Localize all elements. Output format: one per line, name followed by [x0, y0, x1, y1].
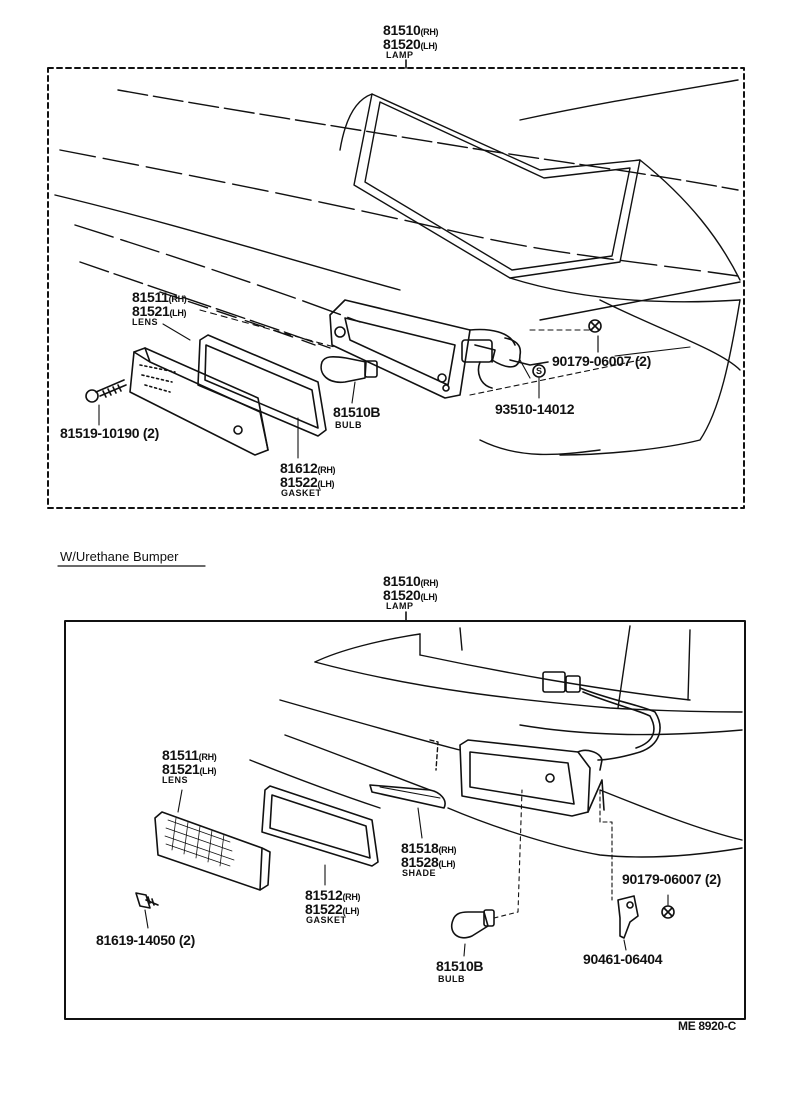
bottom-lens-part: [154, 811, 271, 891]
top-clip-label: 93510-14012: [495, 401, 575, 417]
bottom-shade-name: SHADE: [402, 868, 437, 878]
bottom-shade-part: [369, 784, 446, 809]
bottom-nut-part: [661, 905, 675, 919]
top-lamp-rh-label: 81510(RH): [383, 22, 439, 38]
top-bulb-part: [320, 356, 378, 384]
top-leader-lines: [98, 309, 691, 459]
bottom-bulb-label: 81510B: [436, 958, 484, 974]
bottom-bulb-name: BULB: [438, 974, 465, 984]
top-lamp-name: LAMP: [386, 50, 414, 60]
bottom-lamp-housing: [459, 739, 605, 817]
top-gasket-part: [197, 334, 327, 437]
top-screw-label: 81519-10190 (2): [60, 425, 160, 441]
top-dashed-border: [47, 67, 745, 509]
bottom-bolt-part: [617, 895, 639, 939]
bottom-screw-part: [135, 892, 159, 909]
top-diagram: [47, 59, 745, 509]
bottom-lens-rh-label: 81511(RH): [162, 747, 217, 763]
bottom-gasket-rh-label: 81512(RH): [305, 887, 361, 903]
bottom-diagram: [57, 565, 746, 1020]
bottom-screw-label: 81619-14050 (2): [96, 932, 196, 948]
bottom-lamp-name: LAMP: [386, 601, 414, 611]
figure-code: ME 8920-C: [678, 1019, 736, 1033]
top-clip-part: [532, 364, 546, 378]
bottom-bulb-part: [451, 909, 495, 939]
bottom-gasket-part: [261, 785, 379, 867]
bottom-car-body: [249, 625, 743, 858]
top-lens-part: [129, 347, 269, 456]
bottom-gasket-name: GASKET: [306, 915, 347, 925]
bottom-lens-name: LENS: [162, 775, 189, 785]
bottom-wire-part: [542, 671, 661, 761]
bottom-shade-lh-label: 81528(LH): [401, 854, 456, 870]
top-lens-name: LENS: [132, 317, 159, 327]
top-nut-part: [588, 319, 602, 353]
top-lamp-housing: [329, 299, 549, 399]
top-bulb-name: BULB: [335, 420, 362, 430]
top-bulb-label: 81510B: [333, 404, 381, 420]
top-gasket-lh-label: 81522(LH): [280, 474, 335, 490]
bottom-shade-rh-label: 81518(RH): [401, 840, 457, 856]
bottom-leader-lines: [144, 789, 669, 957]
bottom-lens-lh-label: 81521(LH): [162, 761, 217, 777]
bottom-nut-label: 90179-06007 (2): [622, 871, 722, 887]
bottom-lamp-rh-label: 81510(RH): [383, 573, 439, 589]
top-nut-label: 90179-06007 (2): [552, 353, 652, 369]
top-clip-mark: S: [536, 366, 543, 376]
bottom-dashed-border: [64, 620, 746, 1020]
top-lamp-lh-label: 81520(LH): [383, 36, 438, 52]
bottom-gasket-lh-label: 81522(LH): [305, 901, 360, 917]
top-gasket-rh-label: 81612(RH): [280, 460, 336, 476]
bottom-bolt-label: 90461-06404: [583, 951, 663, 967]
bottom-lamp-lh-label: 81520(LH): [383, 587, 438, 603]
section-title: W/Urethane Bumper: [60, 549, 179, 564]
top-car-body: [54, 79, 741, 456]
top-gasket-name: GASKET: [281, 488, 322, 498]
top-lens-lh-label: 81521(LH): [132, 303, 187, 319]
top-screw-part: [85, 379, 127, 403]
top-lens-rh-label: 81511(RH): [132, 289, 187, 305]
